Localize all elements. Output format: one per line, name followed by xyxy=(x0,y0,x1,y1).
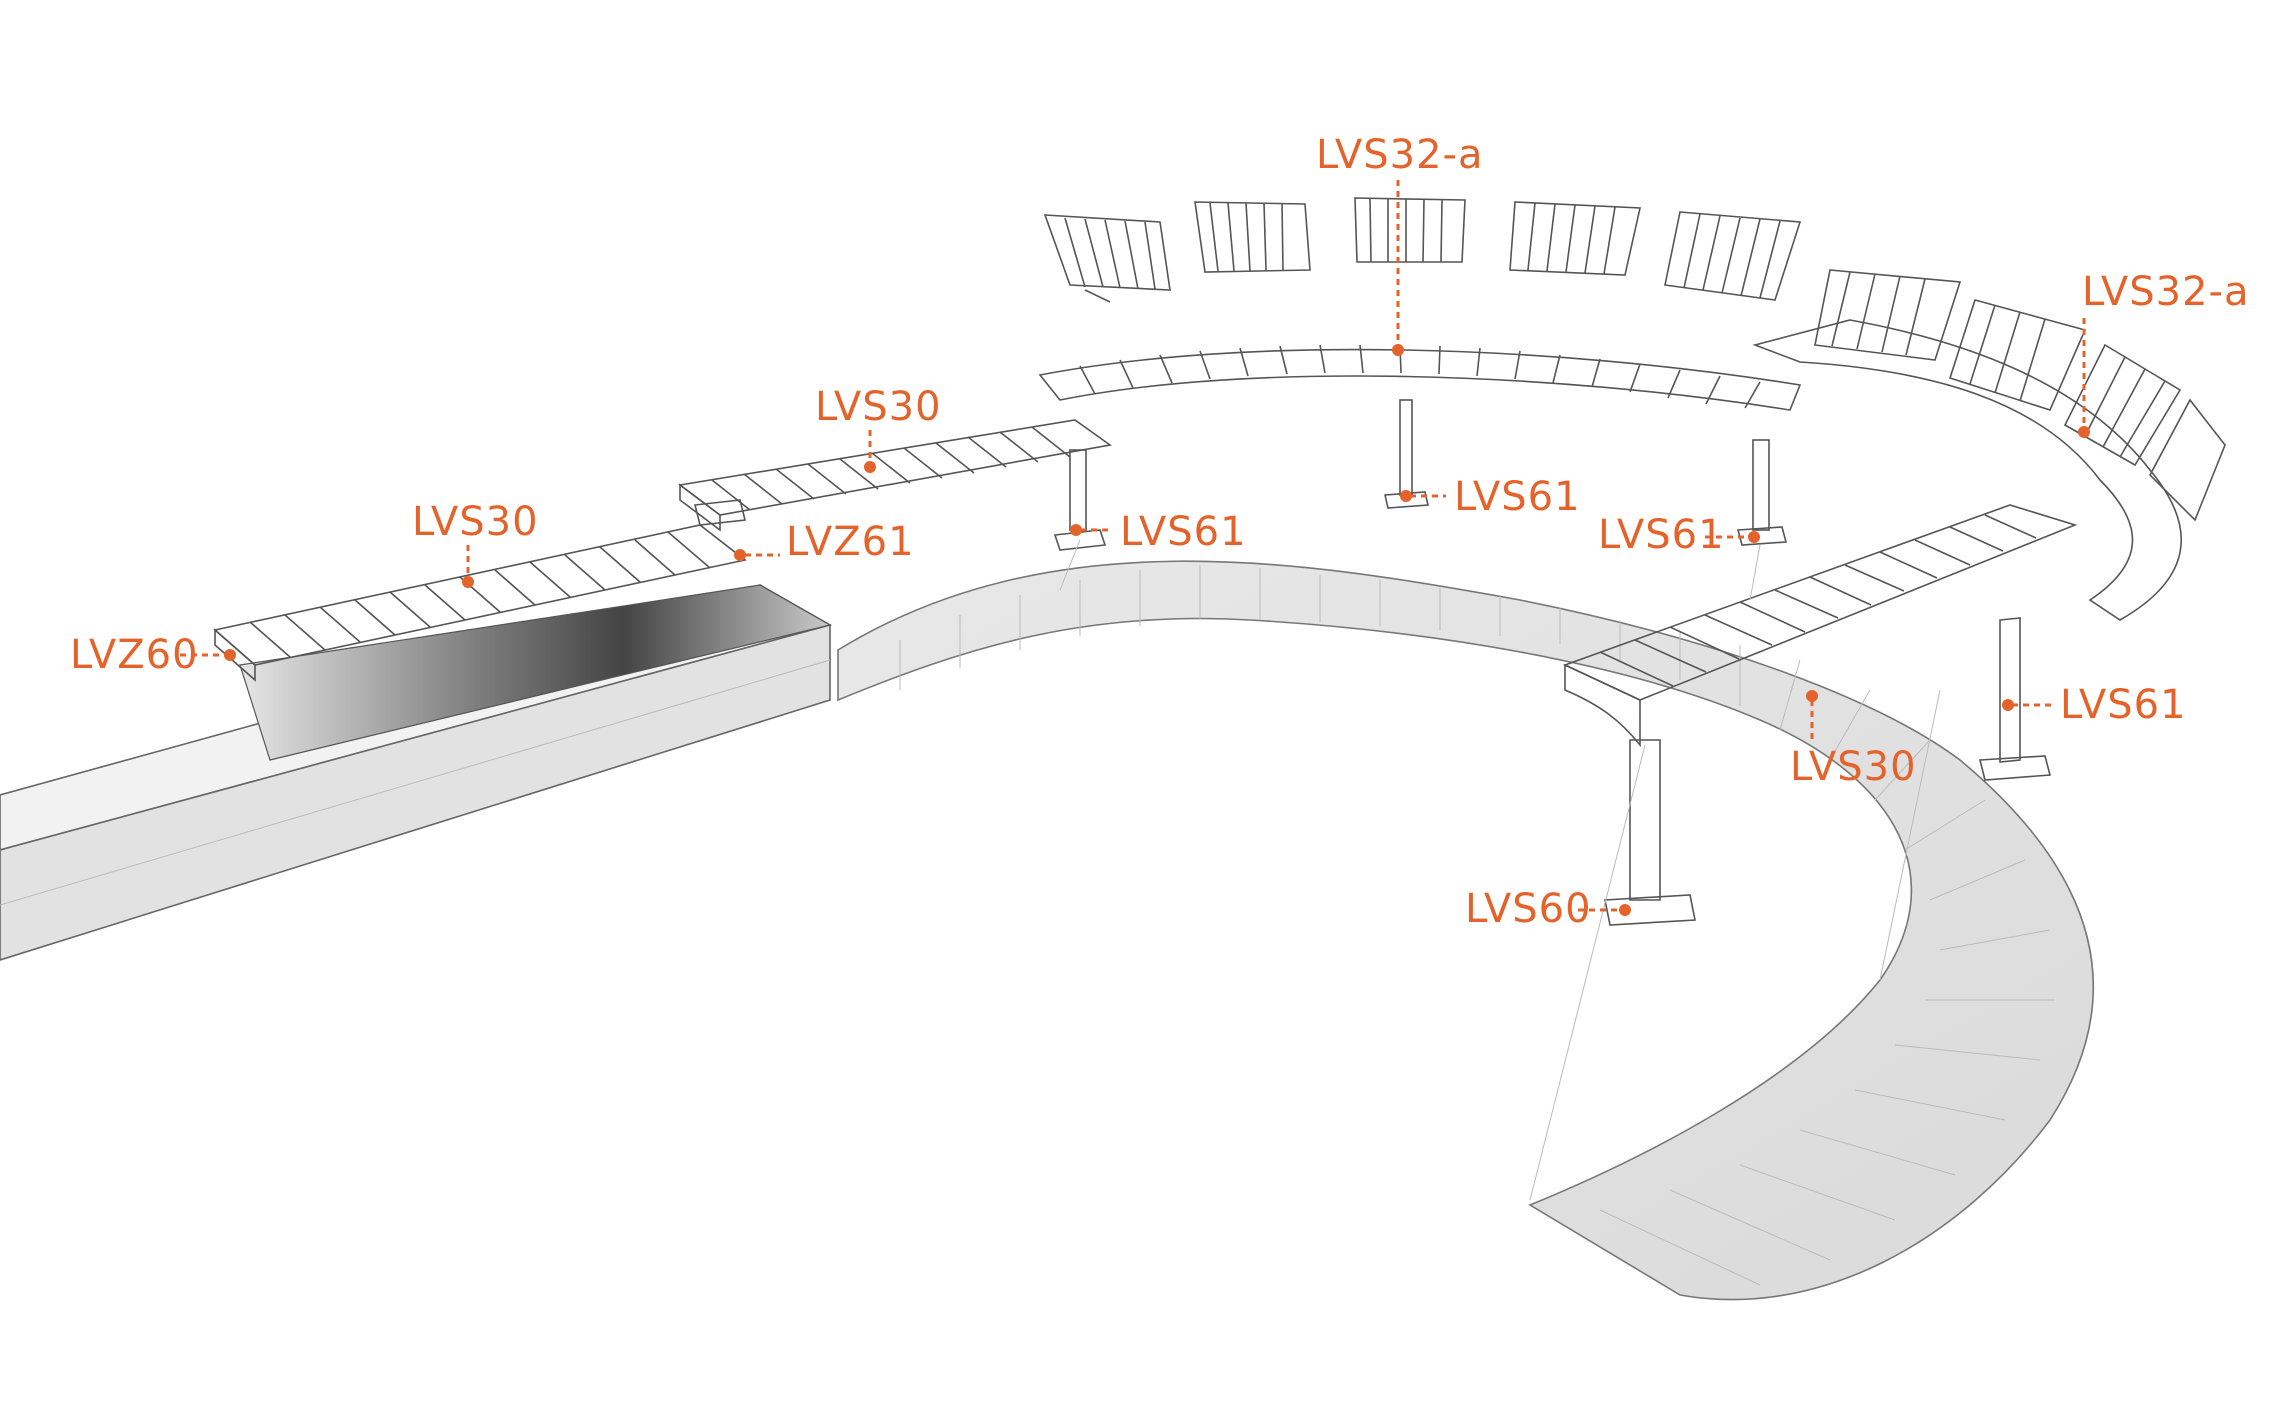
bench-curved-center xyxy=(1038,344,1802,546)
backrest-3 xyxy=(1354,197,1466,263)
projection-lines xyxy=(1059,539,1941,1201)
callout-lvs32a-right: LVS32-a xyxy=(2078,269,2250,438)
leg-lvs61-b xyxy=(1399,399,1413,496)
callout-lvs30-left: LVS30 xyxy=(412,499,539,588)
connector-lvz61 xyxy=(694,499,746,526)
seat-backs-right xyxy=(1814,269,2226,522)
callout-lvs61-d: LVS61 xyxy=(2002,682,2187,728)
bench-curved-right xyxy=(1752,269,2226,621)
leg-lvs61-c xyxy=(1752,439,1770,531)
callout-lvs61-b: LVS61 xyxy=(1400,474,1581,520)
callout-lvs61-a: LVS61 xyxy=(1070,509,1247,555)
ground-path xyxy=(0,560,2095,1301)
svg-text:LVS61: LVS61 xyxy=(1598,512,1725,558)
svg-text:LVS60: LVS60 xyxy=(1465,886,1592,932)
svg-text:LVZ60: LVZ60 xyxy=(70,632,199,678)
bench-lvs30-right xyxy=(1562,504,2078,926)
callout-lvs32a-top: LVS32-a xyxy=(1316,132,1484,356)
backrest-2 xyxy=(1194,201,1311,273)
backrest-4 xyxy=(1509,201,1641,276)
svg-text:LVS30: LVS30 xyxy=(412,499,539,545)
leg-lvs61-d xyxy=(1999,617,2021,763)
svg-text:LVS61: LVS61 xyxy=(1120,509,1247,555)
callouts: LVZ60 LVS30 LVZ61 LVS30 LVS61 xyxy=(70,132,2250,932)
svg-text:LVS30: LVS30 xyxy=(815,384,942,430)
svg-text:LVS61: LVS61 xyxy=(1454,474,1581,520)
backrest-1 xyxy=(1043,214,1171,303)
svg-text:LVS32-a: LVS32-a xyxy=(1316,132,1484,178)
leg-lvs61-a xyxy=(1069,449,1087,531)
callout-lvz60: LVZ60 xyxy=(70,632,236,678)
leg-lvs60 xyxy=(1629,739,1661,901)
bench-lvs30-left xyxy=(213,524,747,682)
paved-curve xyxy=(837,560,2095,1301)
paving-joints xyxy=(899,565,2055,1286)
callout-lvs60: LVS60 xyxy=(1465,886,1631,932)
callout-lvs30-mid: LVS30 xyxy=(815,384,942,473)
callout-lvs30-right: LVS30 xyxy=(1790,690,1917,790)
svg-text:LVS61: LVS61 xyxy=(2060,682,2187,728)
svg-text:LVS32-a: LVS32-a xyxy=(2082,269,2250,315)
planter-inner-shadow xyxy=(239,584,832,761)
svg-text:LVZ61: LVZ61 xyxy=(786,519,915,565)
bench-slats xyxy=(249,531,711,658)
planter-front xyxy=(0,623,831,961)
callout-lvz61: LVZ61 xyxy=(734,519,915,565)
leg-plate xyxy=(1053,529,1107,551)
backrests-row xyxy=(1043,197,1802,303)
callout-lvs61-c: LVS61 xyxy=(1598,512,1760,558)
svg-text:LVS30: LVS30 xyxy=(1790,744,1917,790)
backrest-5 xyxy=(1664,211,1802,301)
